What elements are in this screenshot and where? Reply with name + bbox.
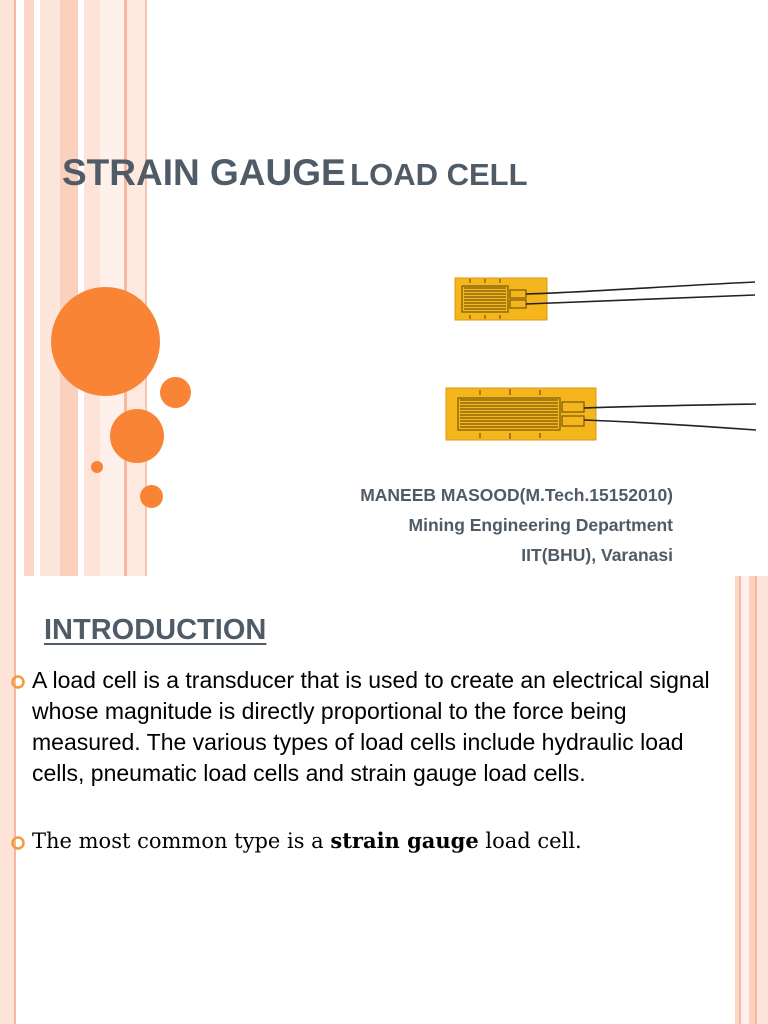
slide-heading: INTRODUCTION bbox=[44, 614, 267, 646]
tiny-circle-decoration bbox=[91, 461, 103, 473]
bullet-text-2: The most common type is a strain gauge l… bbox=[32, 827, 582, 855]
ring-bullet-icon bbox=[11, 675, 25, 689]
author-block: MANEEB MASOOD(M.Tech.15152010) Mining En… bbox=[360, 480, 673, 570]
small-circle-decoration bbox=[160, 377, 191, 408]
bullet2-bold: strain gauge bbox=[330, 828, 479, 853]
left-stripe-line bbox=[14, 576, 16, 1024]
bullet2-before: The most common type is a bbox=[32, 829, 331, 853]
strain-gauge-image-small bbox=[454, 277, 756, 321]
introduction-slide: INTRODUCTION A load cell is a transducer… bbox=[0, 576, 768, 1024]
large-circle-decoration bbox=[51, 287, 160, 396]
author-name: MANEEB MASOOD(M.Tech.15152010) bbox=[360, 485, 673, 505]
title-slide: STRAIN GAUGE LOAD CELL bbox=[0, 0, 757, 576]
title-large: STRAIN GAUGE bbox=[62, 152, 346, 193]
bullet2-after: load cell. bbox=[478, 829, 582, 853]
medium-circle-decoration bbox=[110, 409, 164, 463]
department: Mining Engineering Department bbox=[408, 515, 673, 535]
left-stripe bbox=[0, 576, 14, 1024]
strain-gauge-image-large bbox=[445, 387, 757, 441]
slide-title: STRAIN GAUGE LOAD CELL bbox=[62, 152, 528, 194]
bullet-text-1: A load cell is a transducer that is used… bbox=[32, 667, 710, 786]
title-small: LOAD CELL bbox=[350, 157, 528, 192]
ring-bullet-icon bbox=[11, 836, 25, 850]
left-decorative-stripes bbox=[0, 0, 150, 576]
institution: IIT(BHU), Varanasi bbox=[521, 545, 673, 565]
small-circle-decoration-2 bbox=[140, 485, 163, 508]
